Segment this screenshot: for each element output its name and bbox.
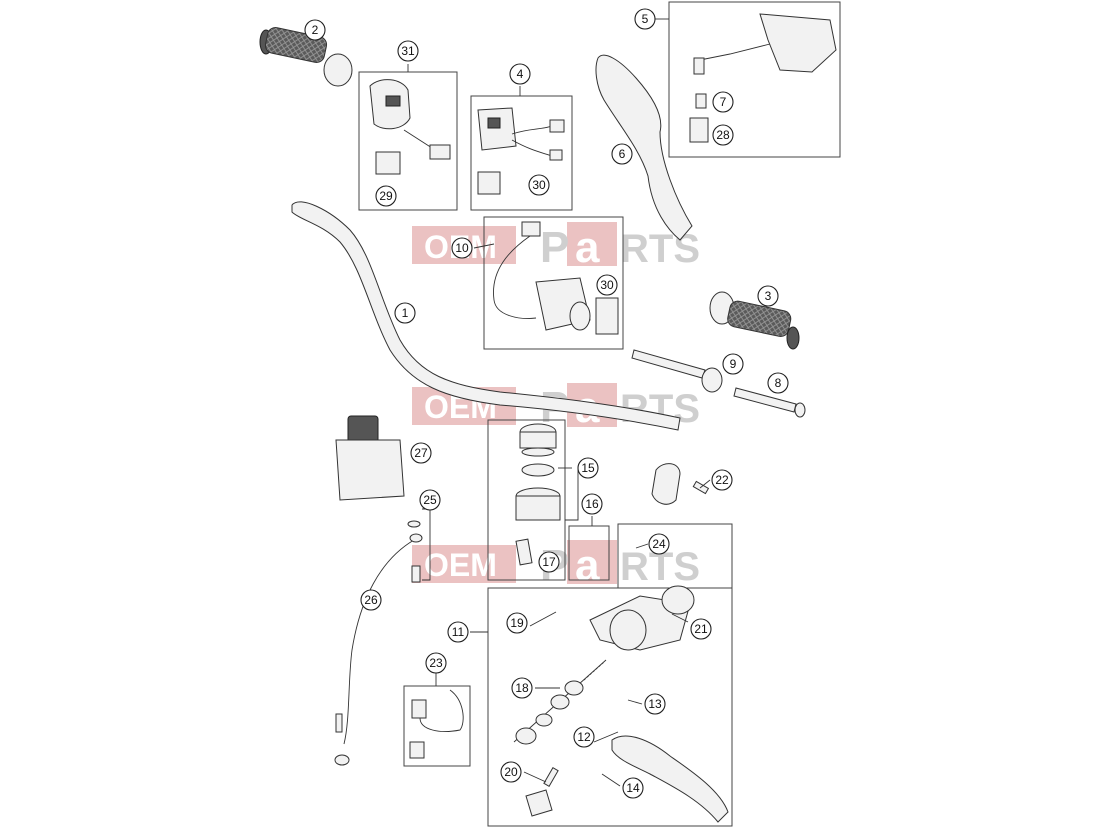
callout-27: 27 [410,442,432,464]
callout-28: 28 [712,124,734,146]
svg-text:28: 28 [716,128,730,142]
cable-26-drawing [334,539,415,766]
callout-5: 5 [634,8,656,30]
callout-7: 7 [712,91,734,113]
callout-13: 13 [644,693,666,715]
reservoir-box-15 [487,419,566,581]
svg-text:21: 21 [694,622,708,636]
callout-21: 21 [690,618,712,640]
lever-6-drawing [595,54,693,241]
watermark-top: OEM P a RTS [412,222,700,272]
svg-text:24: 24 [652,537,666,551]
handlebar-drawing [291,201,681,431]
svg-text:8: 8 [775,376,782,390]
clamp-22-drawing [651,463,710,505]
svg-text:25: 25 [423,493,437,507]
svg-text:23: 23 [429,656,443,670]
callout-1: 1 [394,302,416,324]
callout-16: 16 [581,493,603,515]
switch-4-drawing [477,107,565,195]
callout-10: 10 [451,237,473,259]
svg-text:RTS: RTS [620,227,700,271]
switch-23-drawing [409,689,464,759]
callout-19: 19 [506,612,528,634]
box-24-outline [617,523,733,589]
fluid-bottle-drawing [335,415,405,501]
bolt-8-drawing [733,387,806,418]
svg-text:P: P [540,223,569,272]
svg-text:22: 22 [715,473,729,487]
callout-24: 24 [648,533,670,555]
reservoir-drawing [515,423,561,566]
svg-text:12: 12 [577,730,591,744]
callout-29: 29 [375,185,397,207]
svg-text:7: 7 [720,95,727,109]
svg-text:4: 4 [517,67,524,81]
callout-12: 12 [573,726,595,748]
svg-text:2: 2 [312,23,319,37]
svg-text:30: 30 [532,178,546,192]
switch-box-23 [403,685,471,767]
callout-2: 2 [304,19,326,41]
callout-8: 8 [767,372,789,394]
callout-30-upper: 30 [528,174,550,196]
svg-text:31: 31 [401,44,415,58]
callout-17: 17 [538,551,560,573]
svg-text:30: 30 [600,278,614,292]
leader-lines [407,18,711,787]
callout-18: 18 [511,677,533,699]
switch-31-drawing [369,79,451,175]
svg-text:9: 9 [730,357,737,371]
svg-text:29: 29 [379,189,393,203]
svg-text:a: a [575,223,600,272]
callout-4: 4 [509,63,531,85]
master-cylinder-box-11 [487,587,733,827]
svg-text:26: 26 [364,593,378,607]
mirror-box-5 [668,1,841,158]
svg-text:18: 18 [515,681,529,695]
svg-text:13: 13 [648,697,662,711]
svg-text:a: a [575,541,600,590]
grip-right-drawing [709,291,800,350]
svg-text:5: 5 [642,12,649,26]
svg-text:OEM: OEM [424,547,497,583]
mirror-drawing [689,13,837,143]
fittings-25-drawing [407,520,423,583]
callout-14: 14 [622,777,644,799]
svg-text:1: 1 [402,306,409,320]
callout-30-lower: 30 [596,274,618,296]
svg-text:14: 14 [626,781,640,795]
svg-text:11: 11 [452,625,465,639]
callout-26: 26 [360,589,382,611]
svg-text:6: 6 [619,147,626,161]
switch-box-4 [470,95,573,211]
callout-6: 6 [611,143,633,165]
clutch-lever-drawing [611,735,729,823]
svg-text:17: 17 [542,555,556,569]
part-20-drawing [525,767,559,817]
svg-text:16: 16 [585,497,599,511]
callout-25: 25 [419,489,441,511]
callout-23: 23 [425,652,447,674]
svg-text:27: 27 [414,446,428,460]
callout-31: 31 [397,40,419,62]
svg-text:10: 10 [455,241,469,255]
master-cylinder-drawing [589,585,695,651]
svg-text:15: 15 [581,461,595,475]
callout-20: 20 [500,761,522,783]
callout-3: 3 [757,285,779,307]
piston-kit-drawing [513,659,607,745]
callout-11: 11 [447,621,469,643]
switch-box-10 [483,216,624,350]
svg-text:19: 19 [510,616,524,630]
bracket-box-16 [568,525,610,581]
svg-text:20: 20 [504,765,518,779]
callout-9: 9 [722,353,744,375]
bar-end-9-drawing [631,349,723,393]
svg-text:3: 3 [765,289,772,303]
callout-22: 22 [711,469,733,491]
switch-10-drawing [493,221,619,335]
callout-15: 15 [577,457,599,479]
